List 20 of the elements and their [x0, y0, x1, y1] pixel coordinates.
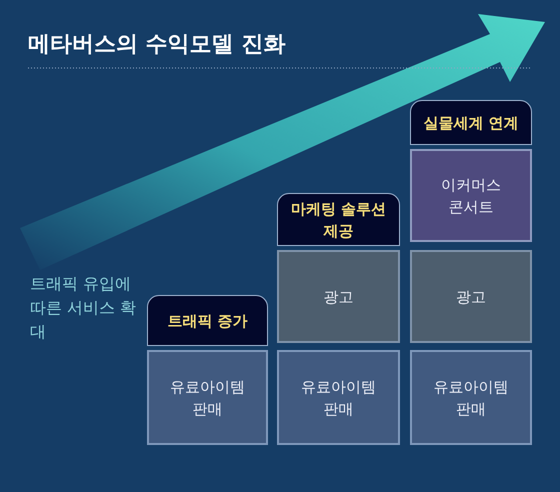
service-box: [410, 149, 532, 242]
box-text: 이커머스 콘서트: [440, 174, 502, 218]
service-box: [147, 350, 268, 445]
side-note: 트래픽 유입에 따른 서비스 확대: [30, 273, 138, 343]
stage-header: [147, 295, 268, 346]
service-box: [410, 250, 532, 343]
service-box: [410, 350, 532, 445]
box-text: 유료아이템 판매: [169, 376, 246, 420]
box-text: 유료아이템 판매: [300, 376, 377, 420]
stage-header: [410, 100, 532, 145]
box-text: 실물세계 연계: [423, 112, 519, 134]
box-text: 트래픽 증가: [167, 310, 248, 332]
box-text: 광고: [324, 286, 354, 308]
service-box: [277, 350, 400, 445]
title: 메타버스의 수익모델 진화: [28, 31, 286, 59]
stage-header: [277, 193, 400, 246]
service-box: [277, 250, 400, 343]
box-text: 광고: [456, 286, 486, 308]
box-text: 마케팅 솔루션 제공: [290, 198, 388, 242]
box-text: 유료아이템 판매: [432, 376, 510, 420]
